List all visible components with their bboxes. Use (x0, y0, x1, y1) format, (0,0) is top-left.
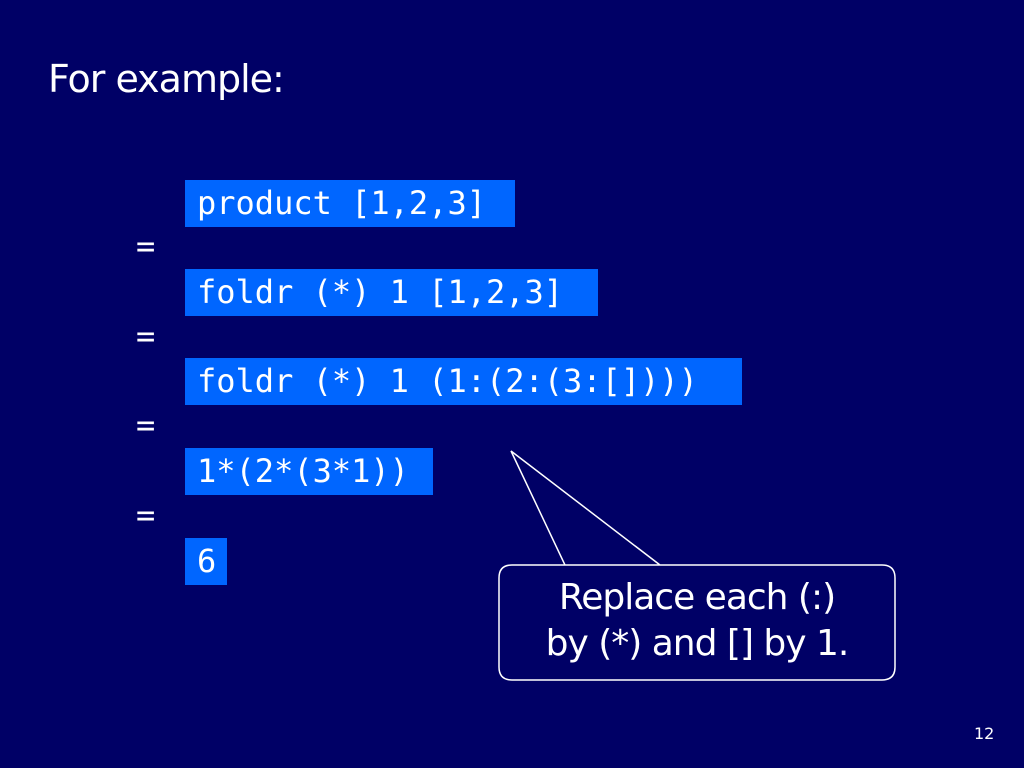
equals-sign-4: = (136, 496, 156, 534)
equals-sign-2: = (136, 317, 156, 355)
code-step-2: foldr (*) 1 [1,2,3] (185, 269, 598, 316)
equals-sign-3: = (136, 406, 156, 444)
callout-text: Replace each (:) by (*) and [] by 1. (500, 575, 894, 667)
callout-line-1: Replace each (:) (558, 577, 836, 618)
code-step-4: 1*(2*(3*1)) (185, 448, 433, 495)
code-step-1: product [1,2,3] (185, 180, 515, 227)
slide-title: For example: (48, 57, 285, 101)
equals-sign-1: = (136, 227, 156, 265)
code-step-3: foldr (*) 1 (1:(2:(3:[]))) (185, 358, 742, 405)
code-step-5: 6 (185, 538, 227, 585)
page-number: 12 (974, 724, 995, 743)
callout-line-2: by (*) and [] by 1. (545, 623, 850, 664)
